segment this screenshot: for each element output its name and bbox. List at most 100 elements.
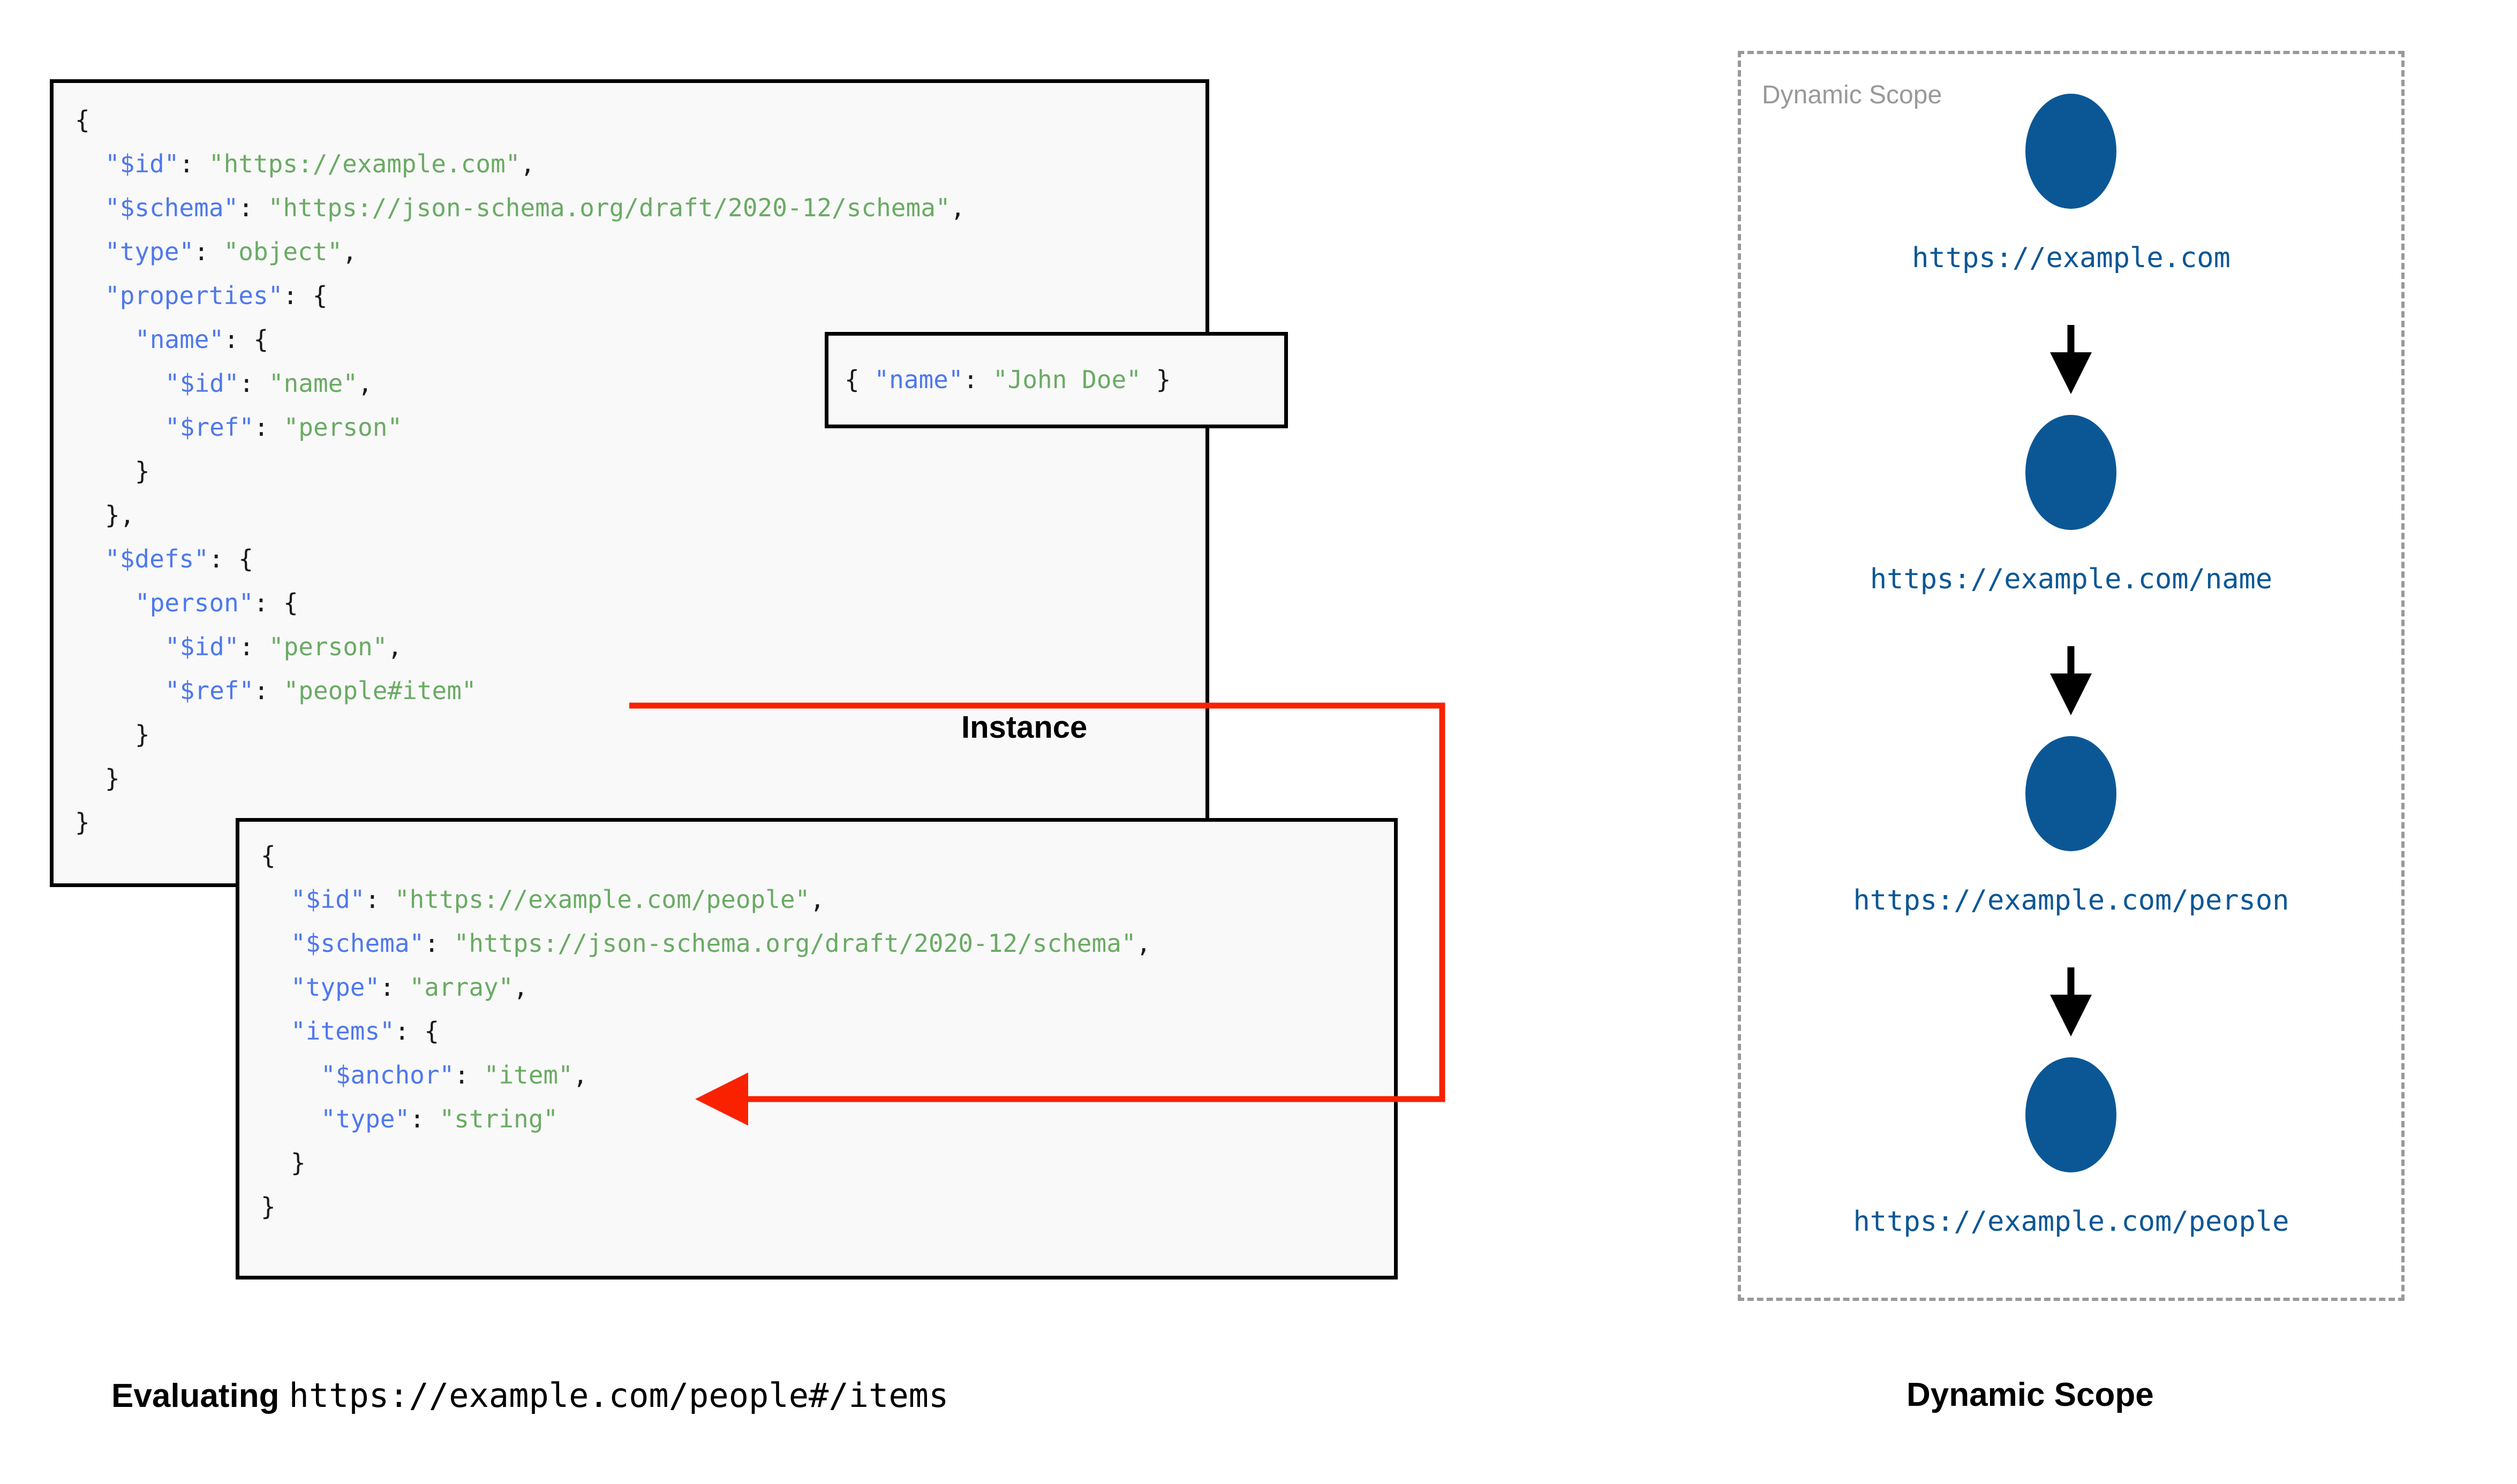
code-token: "name" (135, 325, 224, 354)
code-token: "person" (268, 632, 388, 661)
instance-label: Instance (961, 710, 1088, 745)
code-line: } (261, 1185, 1151, 1229)
code-token: } (291, 1148, 306, 1177)
code-token: "$id" (291, 885, 365, 914)
code-token: "array" (409, 973, 514, 1002)
code-token: : (238, 193, 268, 222)
code-token: "type" (291, 973, 380, 1002)
code-line: { (75, 98, 965, 142)
code-token: } (135, 457, 150, 486)
code-token: "person" (135, 588, 254, 617)
code-line: "$id": "https://example.com", (75, 142, 965, 186)
left-caption-prefix: Evaluating (111, 1377, 280, 1414)
code-token: "https://json-schema.org/draft/2020-12/s… (454, 929, 1136, 958)
code-line: "name": { (75, 317, 965, 361)
code-token: } (261, 1192, 276, 1221)
code-line: "$id": "name", (75, 361, 965, 405)
code-token: : (239, 369, 269, 398)
code-line: "type": "array", (261, 965, 1151, 1009)
code-line: "type": "object", (75, 230, 965, 274)
code-token: } (75, 808, 90, 837)
code-token: : (194, 237, 224, 266)
instance-box: { "name": "John Doe" } (825, 332, 1288, 428)
code-token: : (179, 149, 209, 178)
code-token: : { (394, 1017, 439, 1046)
root-schema-code: {"$id": "https://example.com","$schema":… (75, 98, 965, 844)
dynamic-scope-panel (1738, 51, 2405, 1301)
code-line: "$ref": "people#item" (75, 669, 965, 713)
code-line: { (261, 834, 1151, 877)
dynamic-scope-node-ellipse (2025, 94, 2116, 209)
code-line: } (75, 713, 965, 756)
code-line: "$id": "https://example.com/people", (261, 877, 1151, 921)
code-token: } (135, 720, 150, 749)
root-schema-box: {"$id": "https://example.com","$schema":… (50, 79, 1209, 887)
code-token: { (75, 105, 90, 134)
code-token: "$defs" (105, 544, 209, 573)
right-caption: Dynamic Scope (1906, 1376, 2154, 1413)
code-token: "John Doe" (992, 365, 1141, 394)
dynamic-scope-node-label: https://example.com/people (1853, 1206, 2289, 1238)
code-token: : { (283, 281, 328, 310)
code-token: , (950, 193, 966, 222)
code-token: "type" (105, 237, 194, 266)
code-token: : (424, 929, 454, 958)
code-token: , (387, 632, 403, 661)
code-token: "people#item" (283, 676, 477, 705)
code-token: "$id" (165, 369, 239, 398)
code-line: "$defs": { (75, 537, 965, 581)
people-schema-code: { "$id": "https://example.com/people","$s… (261, 834, 1151, 1229)
code-token: }, (105, 501, 135, 529)
code-token: , (572, 1061, 588, 1089)
code-token: : { (224, 325, 269, 354)
code-line: "person": { (75, 581, 965, 625)
code-token: "$id" (105, 149, 179, 178)
code-line: } (75, 800, 965, 844)
code-line: "$ref": "person" (75, 405, 965, 449)
dynamic-scope-node-ellipse (2025, 736, 2116, 851)
code-token: "$schema" (105, 193, 239, 222)
code-token: , (513, 973, 529, 1002)
code-line: "type": "string" (261, 1097, 1151, 1141)
code-token: "https://json-schema.org/draft/2020-12/s… (268, 193, 951, 222)
code-token: : (239, 632, 269, 661)
code-token: , (358, 369, 373, 398)
dynamic-scope-node-ellipse (2025, 1057, 2116, 1172)
code-token: "properties" (105, 281, 283, 310)
code-token: "person" (283, 413, 403, 442)
code-line: } (75, 756, 965, 800)
code-token: : { (253, 588, 298, 617)
code-token: : (454, 1061, 484, 1089)
code-token: : { (208, 544, 253, 573)
code-token: "type" (321, 1104, 410, 1133)
dynamic-scope-node-label: https://example.com/name (1870, 563, 2273, 595)
code-token: "$ref" (165, 413, 254, 442)
code-token: } (1141, 365, 1171, 394)
code-line: }, (75, 493, 965, 537)
code-token: , (342, 237, 357, 266)
code-line: { "name": "John Doe" } (845, 359, 1171, 400)
code-line: "$schema": "https://json-schema.org/draf… (261, 921, 1151, 965)
code-token: } (105, 764, 120, 793)
code-token: "items" (291, 1017, 395, 1046)
code-token: : (365, 885, 395, 914)
dynamic-scope-node-label: https://example.com/person (1853, 884, 2289, 917)
code-token: { (261, 841, 276, 870)
code-token: "name" (874, 365, 963, 394)
code-token: "https://example.com" (208, 149, 521, 178)
code-line: "$schema": "https://json-schema.org/draf… (75, 186, 965, 230)
code-token: , (520, 149, 536, 178)
code-token: "$anchor" (321, 1061, 455, 1089)
code-token: : (963, 365, 993, 394)
code-token: "name" (268, 369, 358, 398)
code-token: "item" (484, 1061, 573, 1089)
code-token: { (845, 365, 875, 394)
dynamic-scope-node-ellipse (2025, 415, 2116, 530)
left-caption-uri: https://example.com/people#/items (289, 1376, 949, 1415)
people-schema-box: { "$id": "https://example.com/people","$s… (236, 818, 1398, 1279)
code-line: "items": { (261, 1009, 1151, 1053)
code-token: , (810, 885, 825, 914)
dynamic-scope-node-label: https://example.com (1912, 242, 2230, 274)
dynamic-scope-panel-label: Dynamic Scope (1762, 81, 1942, 109)
